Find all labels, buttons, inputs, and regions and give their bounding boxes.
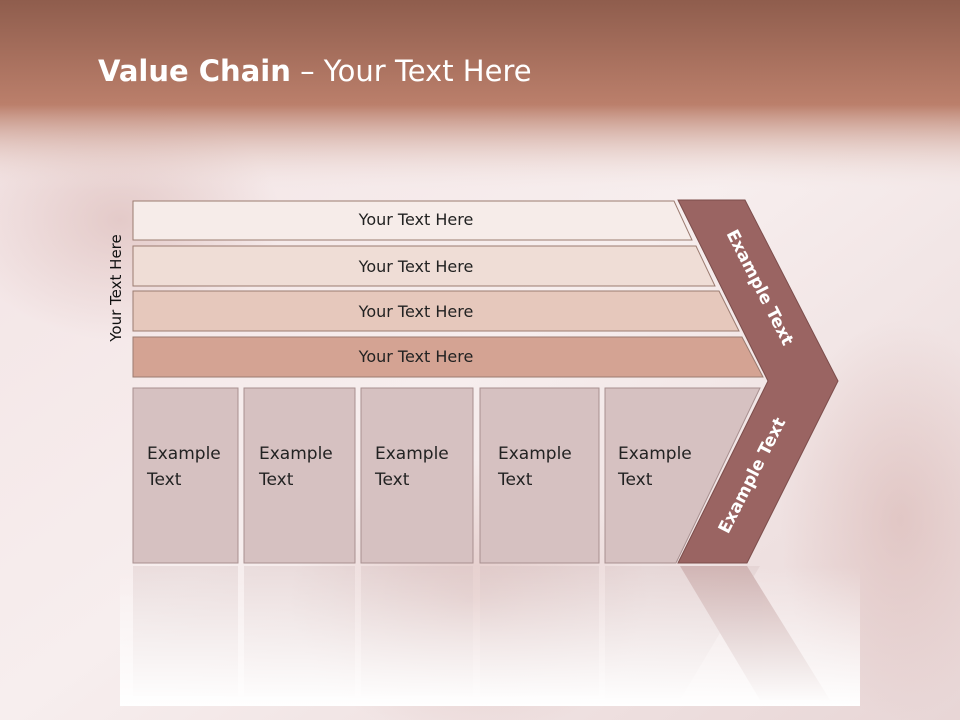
column-3-box bbox=[360, 387, 474, 564]
row-2-shape bbox=[132, 245, 716, 287]
rows-layer: Your Text Here Your Text Here Your Text … bbox=[132, 200, 764, 378]
row-1-shape bbox=[132, 200, 693, 241]
row-3: Your Text Here bbox=[132, 290, 740, 332]
row-3-shape bbox=[132, 290, 740, 332]
column-4: Example Text bbox=[479, 387, 600, 564]
column-4-box bbox=[479, 387, 600, 564]
row-4-shape bbox=[132, 336, 764, 378]
column-2-line1: Example bbox=[259, 444, 333, 464]
title-rest: – Your Text Here bbox=[290, 54, 532, 88]
column-5: Example Text bbox=[604, 387, 761, 564]
column-1-box bbox=[132, 387, 239, 564]
row-1-label: Your Text Here bbox=[358, 210, 474, 229]
chevron-shape bbox=[677, 199, 839, 564]
column-2-line2: Text bbox=[258, 470, 294, 490]
column-4-line1: Example bbox=[498, 444, 572, 464]
column-1-line2: Text bbox=[146, 470, 182, 490]
column-5-line1: Example bbox=[618, 444, 692, 464]
row-4: Your Text Here bbox=[132, 336, 764, 378]
column-3: Example Text bbox=[360, 387, 474, 564]
column-1: Example Text bbox=[132, 387, 239, 564]
column-4-line2: Text bbox=[497, 470, 533, 490]
columns-layer: Example Text Example Text Example Text E… bbox=[132, 387, 761, 564]
column-5-line2: Text bbox=[617, 470, 653, 490]
row-1: Your Text Here bbox=[132, 200, 693, 241]
column-3-line2: Text bbox=[374, 470, 410, 490]
row-4-label: Your Text Here bbox=[358, 347, 474, 366]
row-2: Your Text Here bbox=[132, 245, 716, 287]
column-5-box bbox=[604, 387, 761, 564]
slide-title: Value Chain – Your Text Here bbox=[98, 54, 532, 88]
column-2-box bbox=[243, 387, 356, 564]
column-1-line1: Example bbox=[147, 444, 221, 464]
row-2-label: Your Text Here bbox=[358, 257, 474, 276]
column-3-line1: Example bbox=[375, 444, 449, 464]
column-2: Example Text bbox=[243, 387, 356, 564]
row-3-label: Your Text Here bbox=[358, 302, 474, 321]
title-bold: Value Chain bbox=[98, 54, 291, 88]
